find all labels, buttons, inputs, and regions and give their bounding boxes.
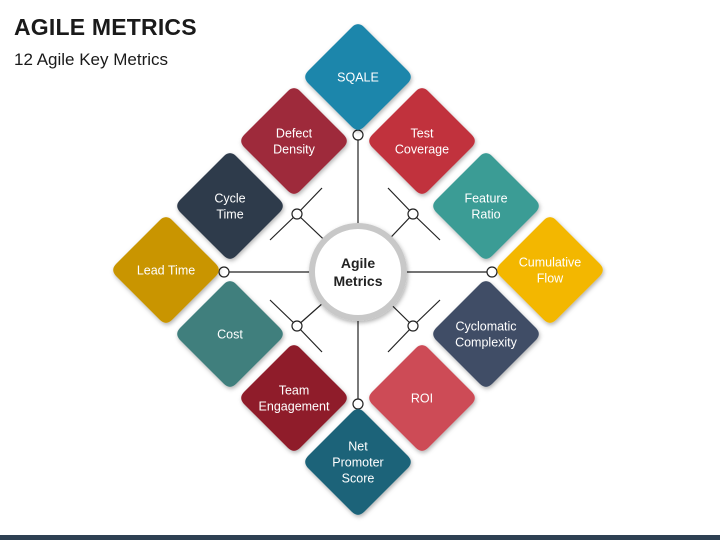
metric-diamond [369,345,475,451]
page-title: AGILE METRICS [14,14,197,40]
metric-diamond [433,281,539,387]
connector-node [486,266,498,278]
connector-node [352,398,364,410]
metric-label: Density [273,143,315,157]
hub-label: Metrics [333,273,382,289]
page-subtitle: 12 Agile Key Metrics [14,50,169,69]
metric-label: Feature [464,192,507,206]
bottom-bar [0,535,720,540]
metric-label: Test [411,127,434,141]
metric-tile-lead-time: Lead Time [113,217,219,323]
metric-label: Cost [217,328,243,342]
connector-node [407,320,419,332]
metric-label: Cycle [214,192,245,206]
metric-label: Team [279,384,310,398]
metric-diamond [497,217,603,323]
metric-diamond [177,153,283,259]
connector-line [412,213,441,241]
metric-diamond [369,88,475,194]
metric-label: Complexity [455,336,518,350]
metric-diamond [305,409,411,515]
metric-tile-cost: Cost [177,281,283,387]
connector-node [291,320,303,332]
metric-label: Net [348,440,368,454]
metric-label: Coverage [395,143,449,157]
connector-line [412,299,441,327]
connector-line [387,187,414,215]
connector-node [352,129,364,141]
metric-label: Time [216,208,243,222]
metric-label: Engagement [259,400,330,414]
hub-label: Agile [341,255,375,271]
metric-label: Promoter [332,456,383,470]
metric-label: ROI [411,392,433,406]
connector-node [291,208,303,220]
metric-diamond [241,345,347,451]
connector-node [407,208,419,220]
metric-diamond [113,217,219,323]
connector-line [387,325,414,353]
metric-label: Score [342,472,375,486]
metric-diamond [241,88,347,194]
metric-diamond [433,153,539,259]
metric-diamond [177,281,283,387]
metric-tiles: SQALETestCoverageFeatureRatioCumulativeF… [113,24,603,515]
metric-label: Lead Time [137,264,195,278]
connector-line [296,187,323,215]
metric-label: SQALE [337,71,379,85]
connector-line [269,213,298,241]
metric-label: Cumulative [519,256,582,270]
connector-line [269,299,298,327]
metric-label: Flow [537,272,564,286]
connector-line [296,325,323,353]
connector-node [218,266,230,278]
metric-label: Defect [276,127,313,141]
metric-tile-roi: ROI [369,345,475,451]
metric-diamond [305,24,411,130]
metric-tile-sqale: SQALE [305,24,411,130]
hub-ring [309,223,407,321]
metric-label: Ratio [471,208,500,222]
metric-label: Cyclomatic [455,320,516,334]
